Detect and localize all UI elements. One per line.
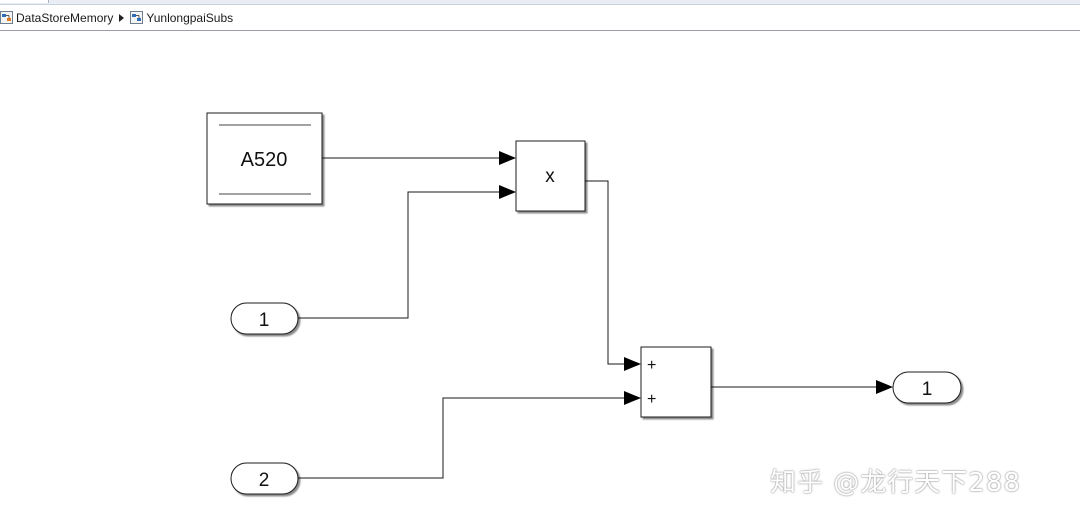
sum-block[interactable]: + + — [640, 346, 712, 418]
arrowhead-icon — [876, 380, 893, 394]
subsystem-icon — [130, 11, 144, 24]
inport-number: 1 — [259, 310, 270, 331]
model-icon — [0, 11, 13, 24]
arrowhead-icon — [624, 357, 641, 371]
watermark: 知乎 @龙行天下288 — [770, 468, 1021, 498]
signal-line-in1-to-product[interactable] — [298, 191, 500, 319]
inport-1-block[interactable]: 1 — [230, 302, 299, 335]
signal-line-product-to-sum[interactable] — [585, 180, 624, 365]
breadcrumb-item-datastorememory[interactable]: DataStoreMemory — [0, 11, 113, 25]
breadcrumb: DataStoreMemory YunlongpaiSubs — [0, 5, 1080, 31]
diagram-svg: A520 x 1 2 + + 1 — [206, 112, 962, 495]
signal-lines — [298, 157, 877, 479]
outport-1-block[interactable]: 1 — [892, 371, 962, 404]
model-canvas[interactable]: A520 x 1 2 + + 1 — [0, 31, 1080, 524]
arrowhead-icon — [499, 185, 516, 199]
breadcrumb-label: YunlongpaiSubs — [146, 10, 234, 25]
window-top-strip — [0, 0, 1080, 5]
arrowhead-icon — [624, 391, 641, 405]
editor-tab[interactable] — [0, 0, 49, 3]
data-store-read-block[interactable]: A520 — [206, 112, 323, 205]
triangle-right-icon — [119, 13, 125, 22]
outport-number: 1 — [922, 379, 933, 400]
signal-line-in2-to-sum[interactable] — [298, 397, 624, 479]
data-store-name: A520 — [241, 149, 288, 171]
arrowheads — [499, 151, 893, 405]
product-block[interactable]: x — [515, 140, 586, 212]
breadcrumb-item-yunlongpaisubs[interactable]: YunlongpaiSubs — [130, 11, 233, 25]
sum-port-2-sign: + — [647, 391, 656, 408]
arrowhead-icon — [499, 151, 516, 165]
inport-number: 2 — [259, 470, 270, 491]
sum-port-1-sign: + — [647, 357, 656, 374]
breadcrumb-label: DataStoreMemory — [16, 10, 114, 25]
inport-2-block[interactable]: 2 — [230, 462, 299, 495]
product-symbol: x — [545, 166, 555, 187]
